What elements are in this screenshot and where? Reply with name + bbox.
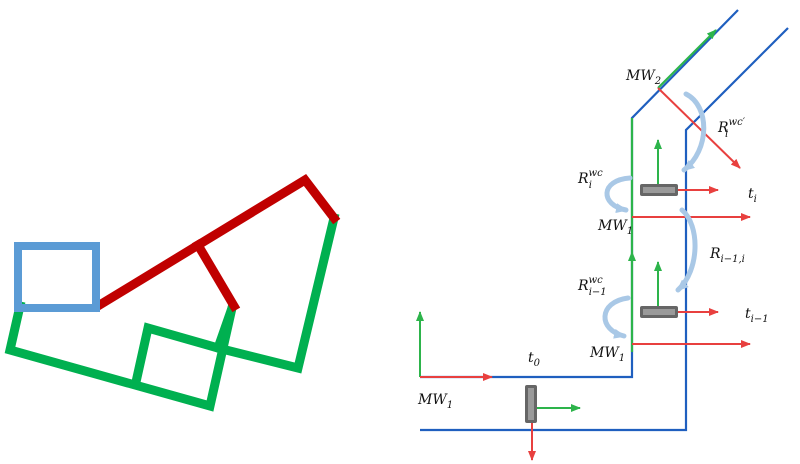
linkage-drawing <box>4 174 341 412</box>
red-link-inner <box>191 238 241 313</box>
green-path-arrow-upper <box>657 29 717 89</box>
wheel-i-tread <box>643 187 675 193</box>
green-link-right <box>130 212 340 388</box>
label-mw1-mid: MW1 <box>589 345 625 364</box>
label-r-im1-i: Ri−1,i <box>709 246 745 265</box>
rotation-arrow-r-im1-wc <box>602 295 631 339</box>
rotation-arrow-r-im1-i <box>675 207 698 293</box>
label-r-i-wc-prime: Rwc′i <box>717 117 746 140</box>
green-path <box>628 29 717 352</box>
green-links <box>4 212 340 412</box>
mw2-diagonal-axis <box>657 87 741 169</box>
origin-frame <box>416 311 493 381</box>
label-mw2: MW2 <box>625 68 661 87</box>
red-links <box>91 174 341 313</box>
label-t0: t0 <box>528 350 541 369</box>
corridor-inner-line <box>420 9 739 379</box>
rotation-arrow-r-i-wc <box>604 175 633 214</box>
label-ti: ti <box>748 186 757 205</box>
bottom-wheel-tread <box>528 388 534 420</box>
label-mw1-top: MW1 <box>597 218 633 237</box>
label-mw1-bottom: MW1 <box>417 392 453 411</box>
red-link-top <box>91 174 341 313</box>
green-link-short <box>212 302 238 354</box>
blue-block <box>14 242 100 312</box>
rotation-arrows <box>602 91 707 339</box>
wheel-im1-tread <box>643 309 675 315</box>
label-ti-minus-1: ti−1 <box>745 306 769 325</box>
green-link-lower <box>4 300 238 412</box>
wheel-frame-i-minus-1 <box>632 261 751 348</box>
rotation-arrow-r-i-wc-prime <box>681 91 707 173</box>
wheel-frame-i <box>632 139 751 221</box>
bottom-wheel-frame <box>525 385 581 461</box>
